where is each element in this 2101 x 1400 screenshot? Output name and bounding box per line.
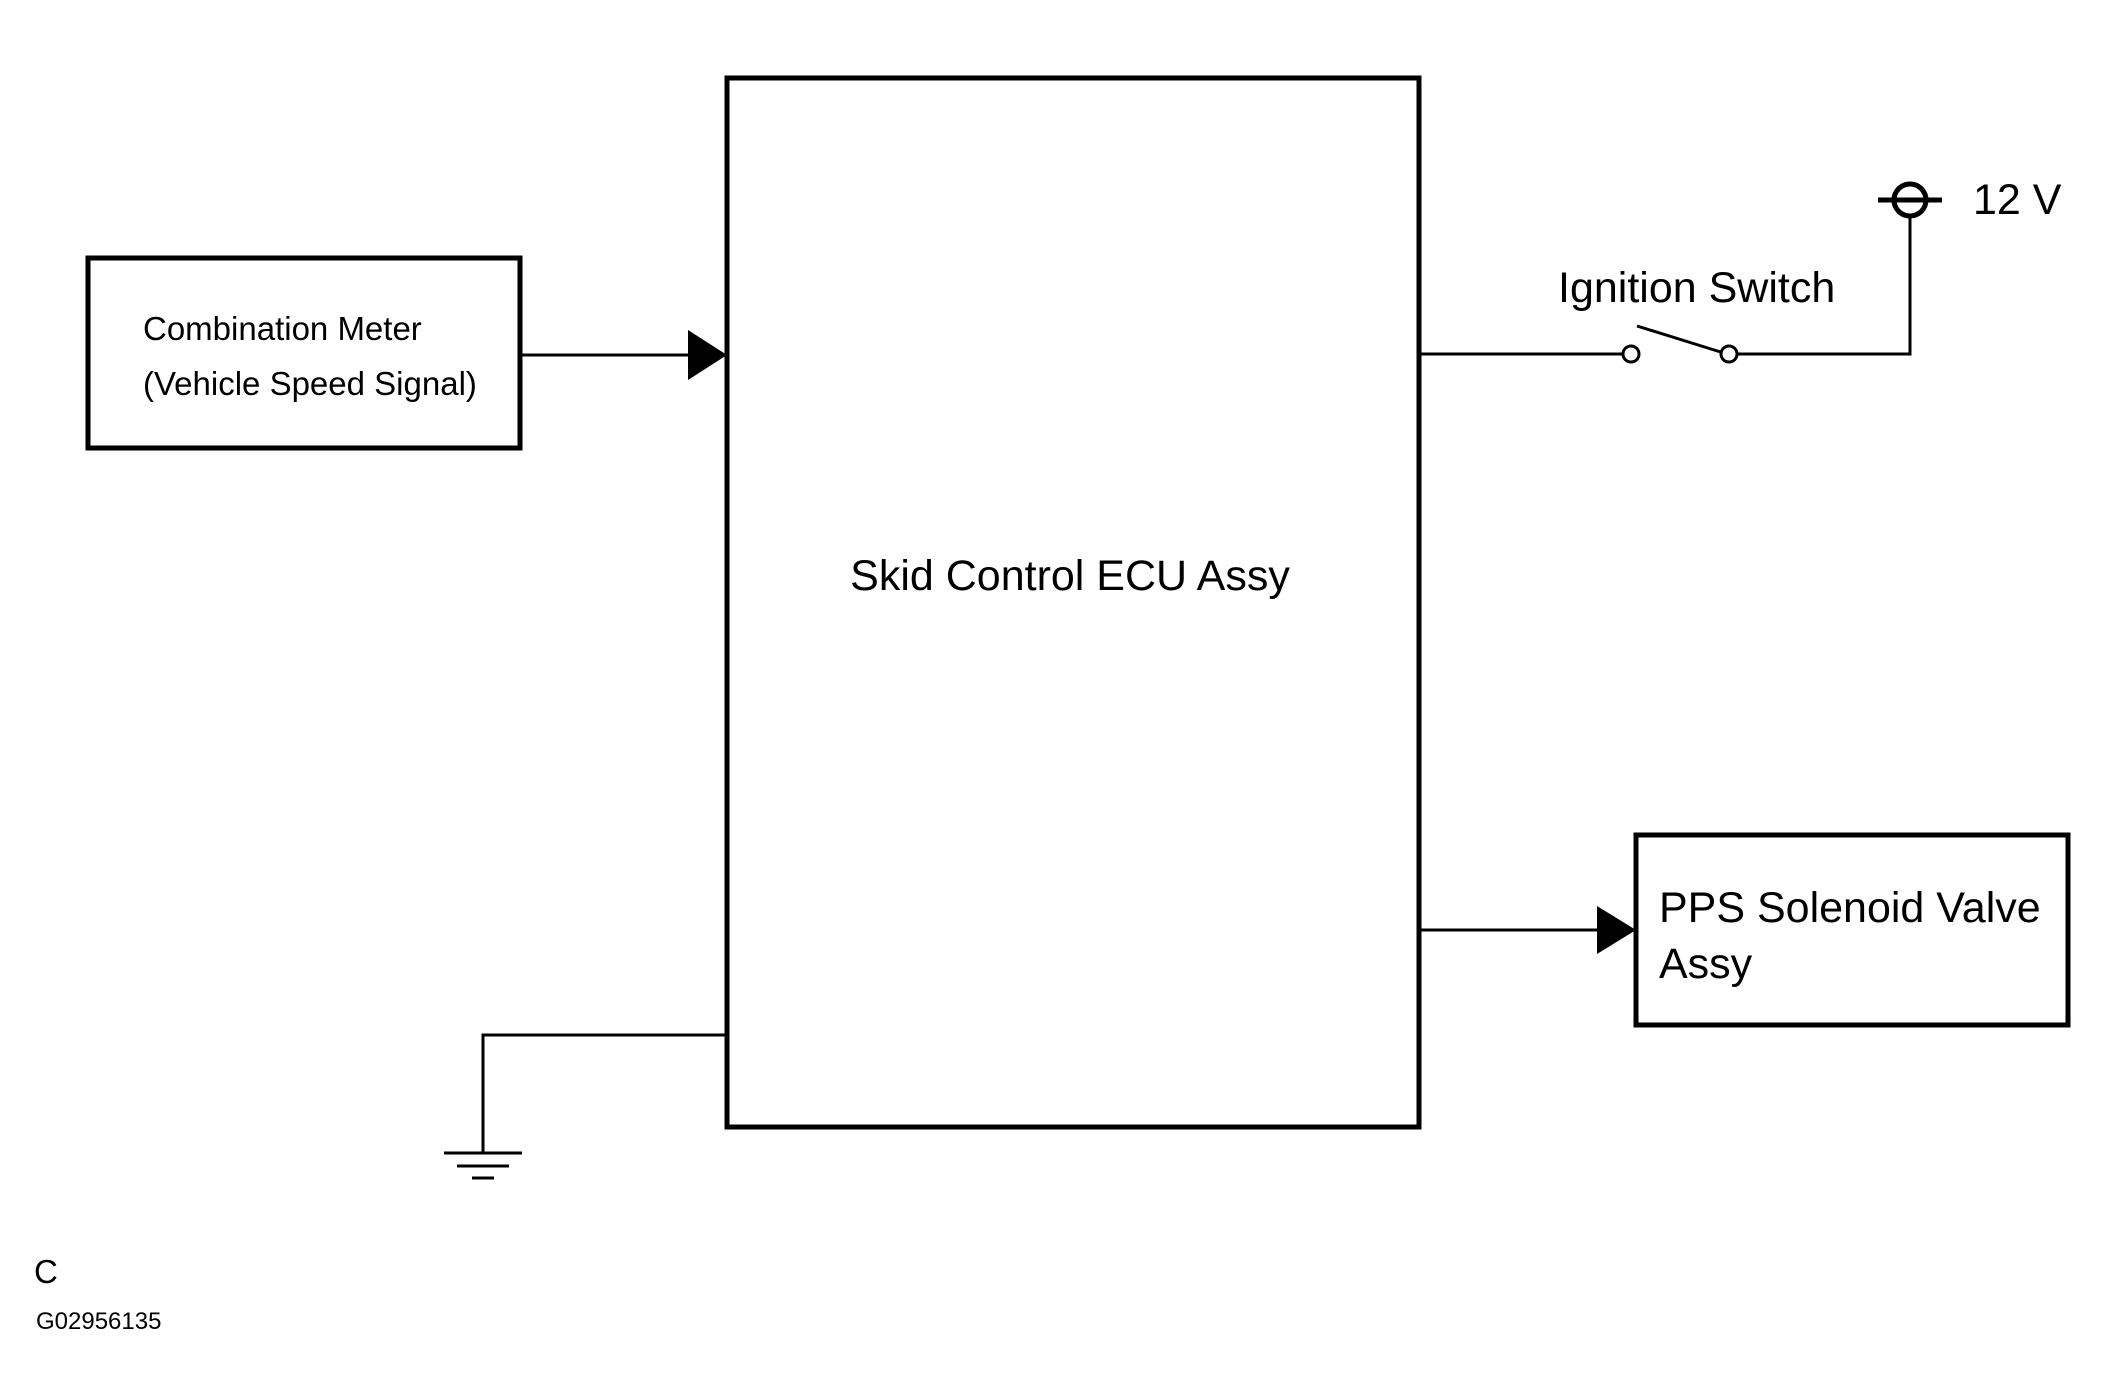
solenoid-drive-arrow-icon — [1597, 906, 1636, 954]
figure-id: G02956135 — [36, 1308, 161, 1335]
power-source-label: 12 V — [1973, 176, 2062, 224]
solenoid-valve-label: PPS Solenoid Valve — [1659, 884, 2041, 932]
speed-signal-arrow-icon — [688, 330, 727, 380]
ground-wire — [481, 1033, 727, 1153]
ground-symbol-icon — [444, 1151, 522, 1180]
ignition-switch-terminal-left — [1621, 344, 1641, 364]
diagram-code-letter: C — [34, 1253, 58, 1290]
ecu-label: Skid Control ECU Assy — [850, 552, 1290, 600]
ignition-switch-terminal-right — [1719, 344, 1739, 364]
ecu-box — [724, 75, 1422, 1130]
combination-meter-box — [85, 255, 523, 451]
solenoid-valve-box — [1633, 832, 2071, 1028]
combination-meter-signal-label: (Vehicle Speed Signal) — [143, 365, 477, 402]
ignition-switch-contact-icon — [1636, 324, 1728, 356]
ignition-wire-battery-side — [1737, 216, 1912, 356]
solenoid-valve-label-line2: Assy — [1659, 940, 1753, 988]
combination-meter-label: Combination Meter — [143, 310, 422, 347]
ignition-switch-label: Ignition Switch — [1558, 264, 1835, 312]
